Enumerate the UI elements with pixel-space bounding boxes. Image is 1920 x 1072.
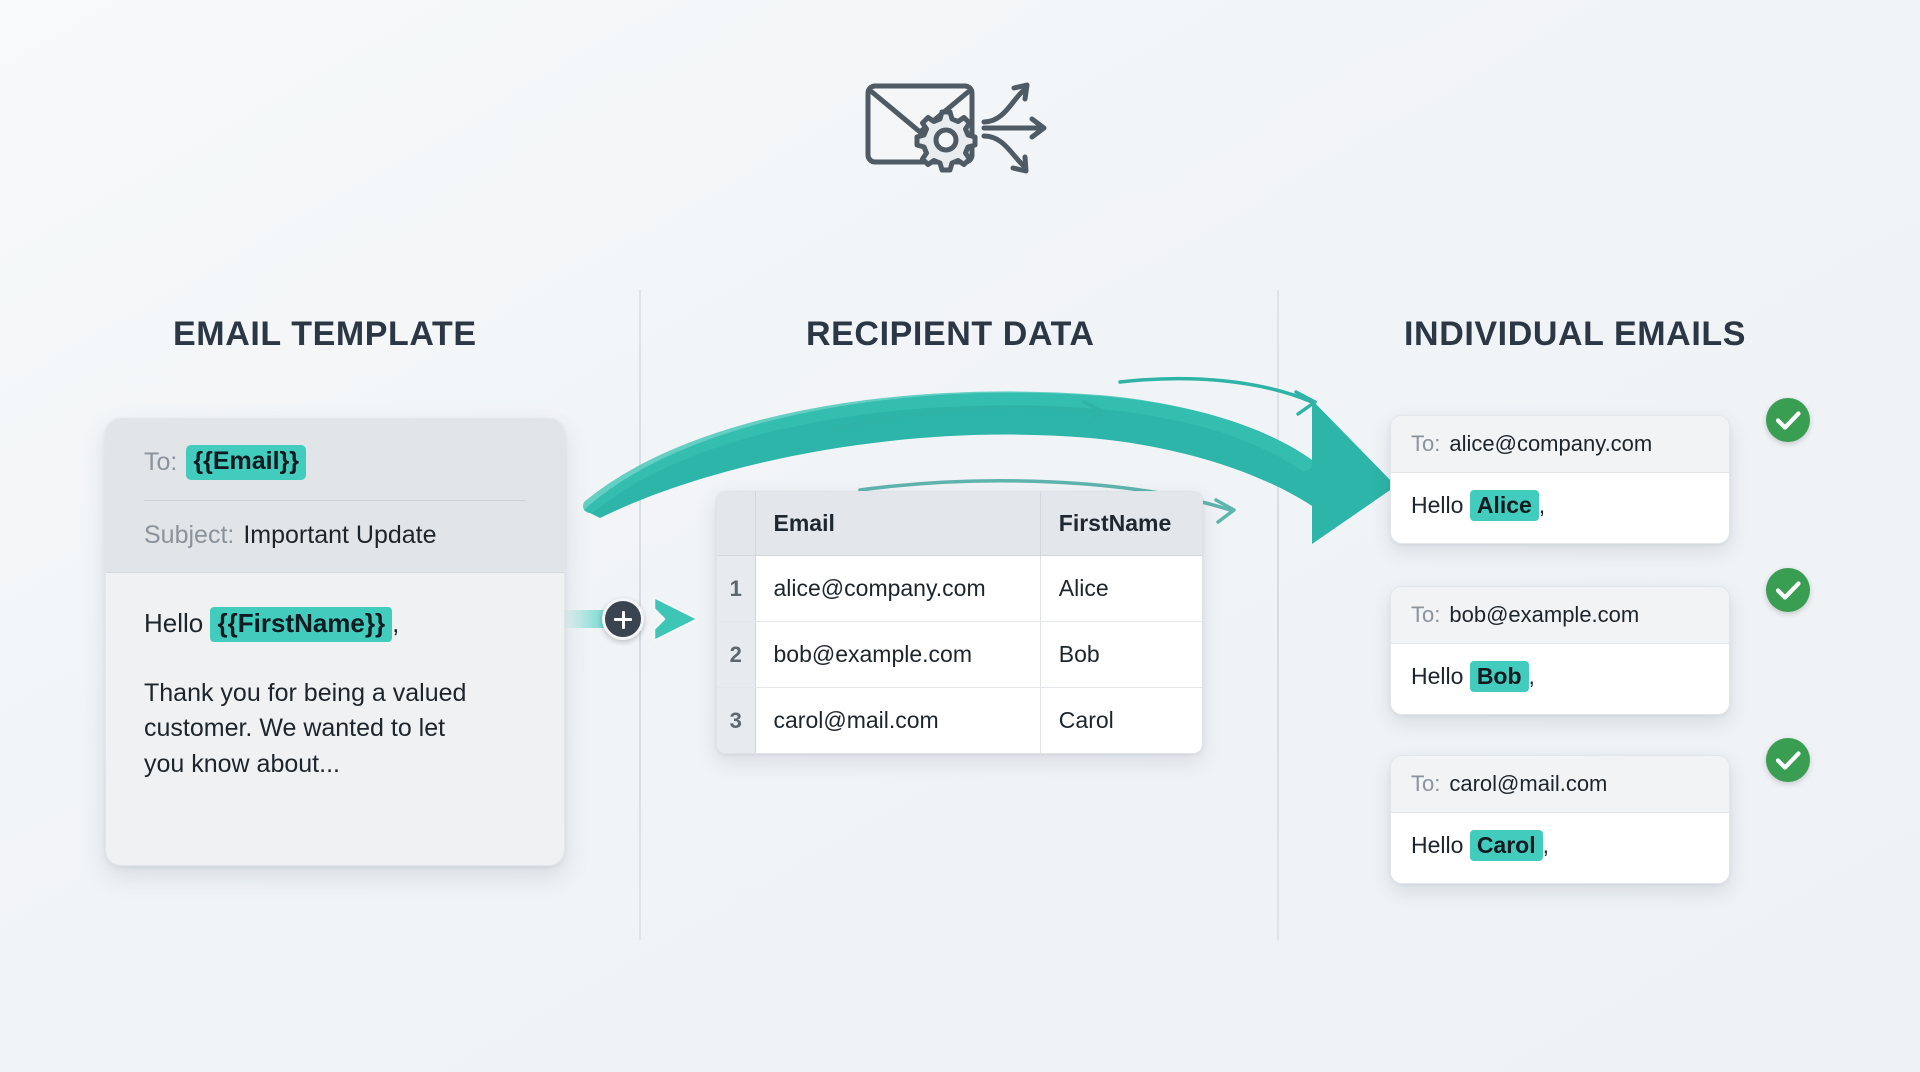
email-card-header: To: carol@mail.com	[1391, 756, 1729, 813]
cell-email[interactable]: carol@mail.com	[755, 687, 1041, 753]
row-number: 1	[717, 555, 756, 622]
row-number: 3	[717, 687, 756, 753]
email-name-token: Carol	[1469, 830, 1543, 862]
cell-firstname[interactable]: Carol	[1040, 687, 1202, 753]
template-card-header: To: {{Email}} Subject: Important Update	[106, 419, 564, 573]
template-subject-label: Subject:	[144, 520, 235, 549]
email-to-label: To:	[1411, 602, 1441, 627]
table-row[interactable]: 1 alice@company.com Alice	[717, 555, 1202, 622]
merge-arrow-icon	[648, 591, 704, 652]
page-title-email-template: EMAIL TEMPLATE	[173, 315, 477, 353]
table-row[interactable]: 3 carol@mail.com Carol	[717, 687, 1202, 753]
email-to-label: To:	[1411, 771, 1441, 796]
email-card-body: Hello Bob,	[1391, 644, 1729, 715]
envelope-gear-arrows-icon	[862, 70, 1058, 190]
email-to-label: To:	[1411, 431, 1441, 456]
status-badge-check-icon	[1766, 568, 1810, 612]
template-card-body: Hello {{FirstName}}, Thank you for being…	[106, 572, 564, 783]
merge-connector	[562, 588, 722, 650]
cell-firstname[interactable]: Alice	[1040, 555, 1202, 622]
table-gutter-header	[717, 492, 756, 556]
status-badge-check-icon	[1766, 738, 1810, 782]
email-to-value: bob@example.com	[1449, 602, 1640, 627]
template-greeting-line: Hello {{FirstName}},	[144, 606, 526, 642]
cell-email[interactable]: alice@company.com	[755, 555, 1041, 622]
email-greeting-prefix: Hello	[1411, 492, 1464, 518]
table-col-header-email[interactable]: Email	[755, 492, 1041, 556]
template-greeting-suffix: ,	[392, 607, 400, 638]
template-firstname-token[interactable]: {{FirstName}}	[210, 606, 393, 642]
page-title-recipient-data: RECIPIENT DATA	[806, 315, 1095, 353]
individual-email-card[interactable]: To: alice@company.com Hello Alice,	[1390, 415, 1730, 545]
individual-email-card[interactable]: To: carol@mail.com Hello Carol,	[1390, 755, 1730, 885]
email-greeting-suffix: ,	[1542, 832, 1549, 858]
email-template-card[interactable]: To: {{Email}} Subject: Important Update H…	[105, 418, 565, 866]
template-body-text: Thank you for being a valued customer. W…	[144, 678, 467, 778]
email-to-value: alice@company.com	[1449, 431, 1653, 456]
table-row[interactable]: 2 bob@example.com Bob	[717, 621, 1202, 688]
email-greeting-prefix: Hello	[1411, 663, 1464, 689]
email-greeting-prefix: Hello	[1411, 832, 1464, 858]
plus-button[interactable]	[602, 598, 644, 640]
email-card-body: Hello Carol,	[1391, 813, 1729, 884]
email-card-header: To: alice@company.com	[1391, 416, 1729, 473]
email-greeting-suffix: ,	[1538, 492, 1546, 518]
row-number: 2	[717, 621, 756, 688]
individual-email-card[interactable]: To: bob@example.com Hello Bob,	[1390, 586, 1730, 716]
cell-email[interactable]: bob@example.com	[755, 621, 1041, 688]
table-col-header-firstname[interactable]: FirstName	[1040, 492, 1202, 556]
email-greeting-suffix: ,	[1528, 663, 1535, 689]
email-card-body: Hello Alice,	[1391, 473, 1729, 544]
email-to-value: carol@mail.com	[1449, 771, 1608, 796]
email-name-token: Alice	[1469, 490, 1539, 522]
cell-firstname[interactable]: Bob	[1040, 621, 1202, 688]
column-divider-right	[1277, 290, 1279, 940]
email-card-header: To: bob@example.com	[1391, 587, 1729, 644]
template-email-token[interactable]: {{Email}}	[186, 445, 306, 480]
table-header-row: Email FirstName	[717, 492, 1202, 556]
template-to-row: To: {{Email}}	[144, 445, 526, 501]
page-title-individual-emails: INDIVIDUAL EMAILS	[1404, 315, 1747, 353]
template-subject-value: Important Update	[243, 520, 437, 549]
connector-gradient-bar	[562, 610, 614, 628]
status-badge-check-icon	[1766, 398, 1810, 442]
template-subject-row: Subject: Important Update	[144, 501, 526, 550]
email-name-token: Bob	[1469, 661, 1529, 693]
template-to-label: To:	[144, 447, 178, 476]
recipient-data-table[interactable]: Email FirstName 1 alice@company.com Alic…	[716, 491, 1203, 754]
template-greeting-prefix: Hello	[144, 607, 204, 638]
